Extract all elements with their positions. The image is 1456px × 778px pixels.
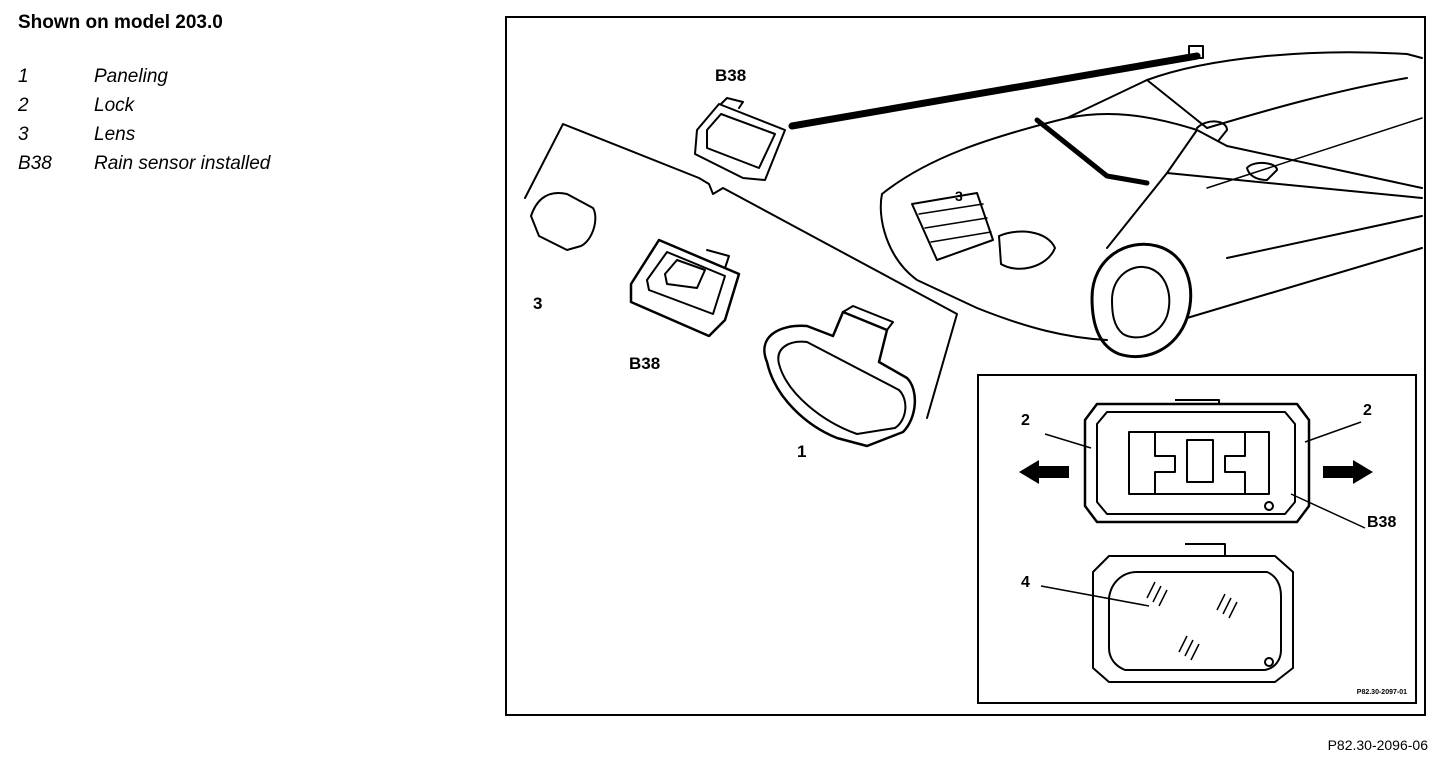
paneling-part bbox=[763, 305, 917, 448]
legend-text: Lens bbox=[94, 124, 136, 145]
b38-mid-callout: B38 bbox=[629, 354, 661, 373]
lens-callout: 3 bbox=[533, 294, 543, 313]
b38-sensor-top bbox=[694, 97, 786, 181]
paneling-callout: 1 bbox=[797, 442, 807, 461]
inset-reference: P82.30-2097-01 bbox=[1356, 689, 1407, 696]
b38-sensor-mid bbox=[629, 238, 741, 338]
page-title: Shown on model 203.0 bbox=[18, 12, 223, 33]
drawing-reference: P82.30-2096-06 bbox=[1327, 737, 1428, 753]
lens-detail bbox=[1092, 543, 1294, 683]
lens-inset-callout: 4 bbox=[1021, 574, 1030, 591]
lock-left-callout: 2 bbox=[1021, 412, 1030, 429]
legend-key: 3 bbox=[18, 124, 29, 145]
lock-right-leader bbox=[1304, 421, 1362, 443]
legend-item: B38 Rain sensor installed bbox=[18, 153, 270, 182]
legend-text: Paneling bbox=[94, 66, 168, 87]
car-callout: 3 bbox=[955, 188, 963, 204]
lens-leader bbox=[1040, 585, 1150, 607]
legend: 1 Paneling 2 Lock 3 Lens B38 Rain sensor… bbox=[18, 66, 270, 182]
legend-item: 1 Paneling bbox=[18, 66, 270, 95]
inset-drawing bbox=[1019, 399, 1373, 683]
pointer-line bbox=[788, 52, 1201, 130]
lock-left-leader bbox=[1044, 433, 1092, 449]
exploded-view-figure: B38 B38 3 1 3 bbox=[505, 16, 1426, 716]
detail-inset: 2 2 B38 4 P82.30-2097-01 bbox=[977, 374, 1417, 704]
b38-inset-callout: B38 bbox=[1367, 514, 1397, 531]
windshield-bracket-outline bbox=[524, 123, 958, 419]
legend-key: B38 bbox=[18, 153, 52, 174]
lock-right-callout: 2 bbox=[1363, 402, 1372, 419]
legend-text: Rain sensor installed bbox=[94, 153, 271, 174]
legend-key: 2 bbox=[18, 95, 29, 116]
b38-leader bbox=[1290, 493, 1366, 529]
arrow-right-icon bbox=[1323, 460, 1373, 484]
arrow-left-icon bbox=[1019, 460, 1069, 484]
b38-top-callout: B38 bbox=[715, 66, 747, 85]
b38-sensor-detail bbox=[1083, 399, 1311, 524]
legend-key: 1 bbox=[18, 66, 29, 87]
windshield-sensor bbox=[1188, 45, 1204, 59]
figure-drawing bbox=[524, 45, 1423, 448]
legend-text: Lock bbox=[94, 95, 135, 116]
legend-item: 3 Lens bbox=[18, 124, 270, 153]
lens-part bbox=[530, 192, 597, 251]
legend-item: 2 Lock bbox=[18, 95, 270, 124]
car-illustration bbox=[879, 51, 1423, 359]
